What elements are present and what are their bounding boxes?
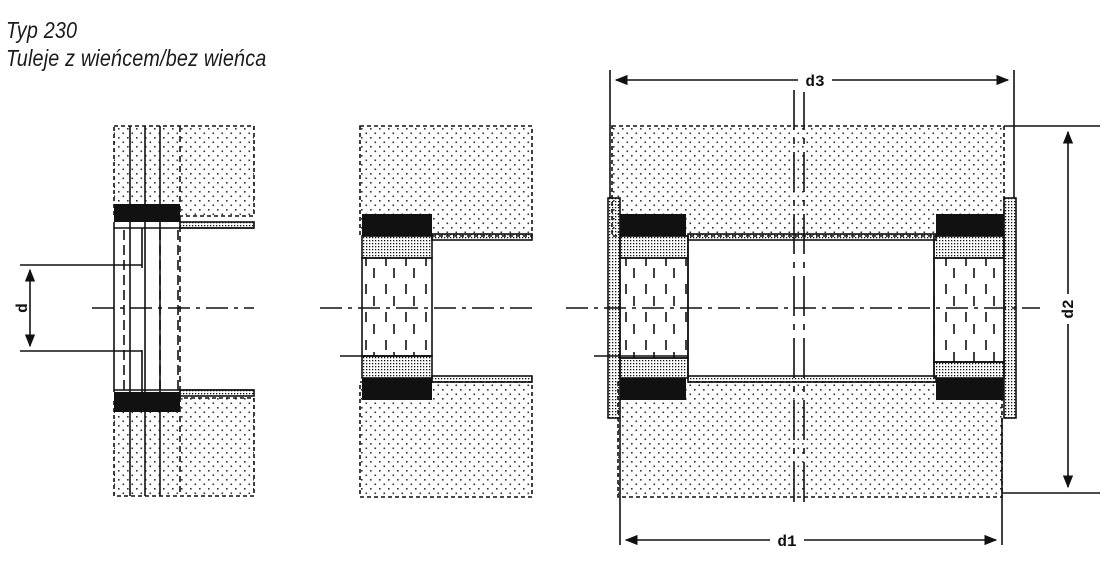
dim-label-d: d	[14, 303, 32, 313]
diagram-title: Typ 230	[6, 17, 78, 43]
view-without-collar	[20, 125, 255, 497]
diagram-subtitle: Tuleje z wieńcem/bez wieńca	[6, 45, 267, 71]
dim-label-d2: d2	[1060, 299, 1078, 318]
view-section	[566, 70, 1100, 546]
dim-label-d3: d3	[805, 73, 824, 91]
view-with-collar	[320, 125, 536, 498]
dim-label-d1: d1	[777, 533, 796, 551]
